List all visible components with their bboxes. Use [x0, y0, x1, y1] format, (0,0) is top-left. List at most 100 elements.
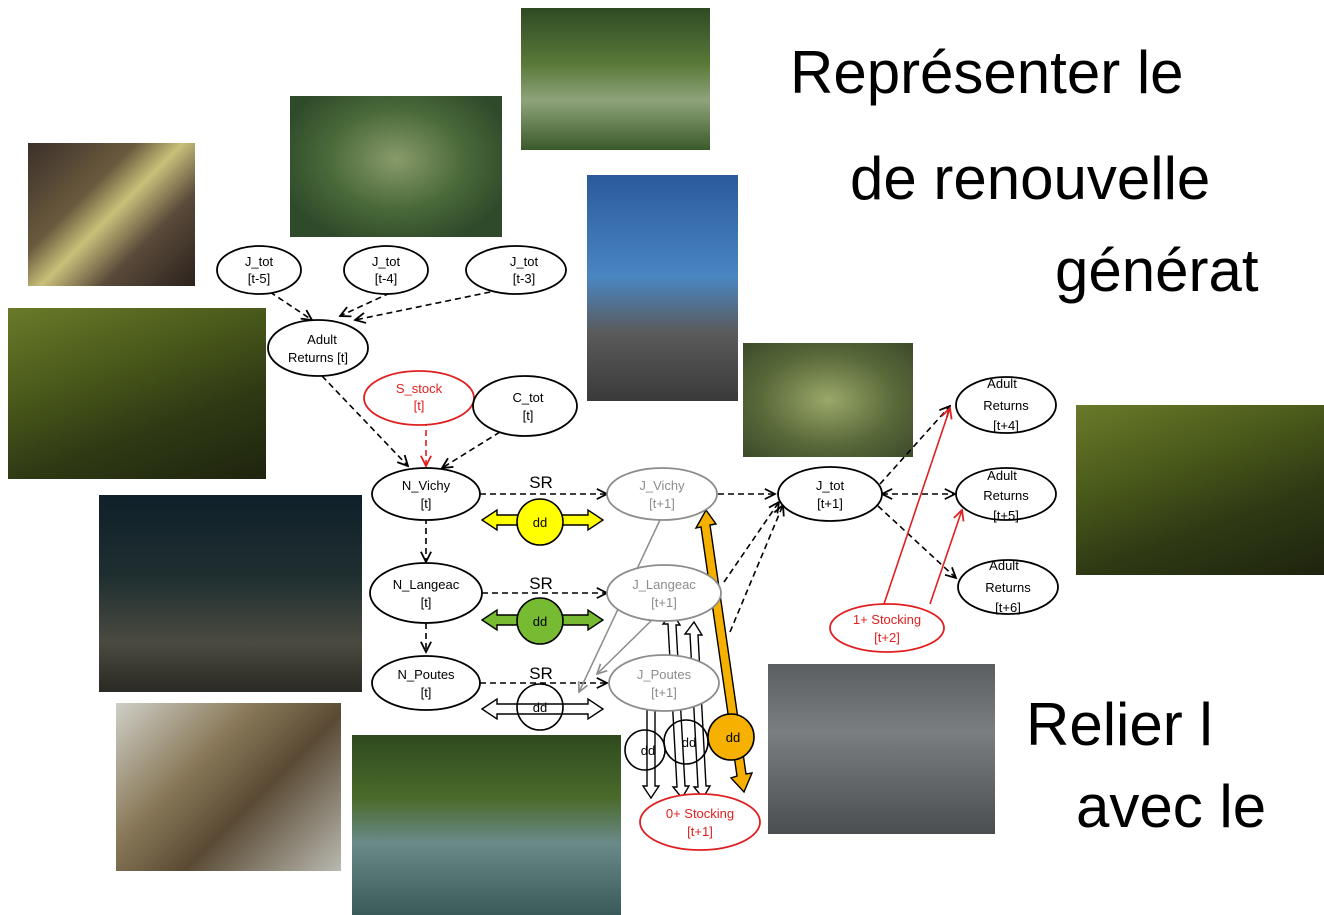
node-s-stock-line2: [t]	[414, 398, 425, 413]
slide-title-bottom-line-2: avec le	[1076, 773, 1267, 840]
node-n-langeac: N_Langeac [t]	[369, 562, 483, 624]
node-adult-returns-t4-line3: [t+4]	[993, 418, 1019, 433]
label-sr-poutes: SR	[529, 664, 553, 683]
node-jtot-t1: J_tot [t+1]	[777, 466, 883, 522]
node-0plus-stocking: 0+ Stocking [t+1]	[639, 793, 761, 851]
photo-forest-river	[352, 735, 621, 915]
node-0plus-stocking-line1: 0+ Stocking	[666, 806, 734, 821]
node-j-langeac-line2: [t+1]	[651, 595, 677, 610]
node-adult-returns-t6-line2: Returns	[985, 580, 1031, 595]
node-jtot-t-4-line1: J_tot	[372, 254, 401, 269]
node-jtot-t-4-line2: [t-4]	[375, 271, 397, 286]
node-jtot-t-5: J_tot [t-5]	[216, 245, 302, 295]
node-n-poutes-line1: N_Poutes	[397, 667, 455, 682]
edge-jtot-to-adult-t6	[877, 505, 956, 578]
node-c-tot-line1: C_tot	[512, 390, 543, 405]
edge-stocking1-to-adult-t5	[929, 510, 962, 605]
node-jtot-t1-line1: J_tot	[816, 478, 845, 493]
node-jtot-t-5-line2: [t-5]	[248, 271, 270, 286]
photo-office-computer	[28, 143, 195, 286]
node-s-stock-line1: S_stock	[396, 381, 443, 396]
node-j-vichy: J_Vichy [t+1]	[606, 467, 718, 521]
node-j-poutes-line2: [t+1]	[651, 685, 677, 700]
photo-people-netting-river	[521, 8, 710, 150]
node-adult-returns-t5-line3: [t+5]	[993, 508, 1019, 523]
edge-adult-to-nvichy	[321, 375, 408, 466]
node-adult-returns-t6-line3: [t+6]	[995, 600, 1021, 615]
node-adult-returns-t5-line2: Returns	[983, 488, 1029, 503]
node-adult-returns-t5: Adult Returns [t+5]	[955, 467, 1057, 523]
edges-dashed-black	[269, 289, 956, 683]
node-adult-returns-t6: Adult Returns [t+6]	[957, 558, 1059, 615]
node-j-vichy-line2: [t+1]	[649, 496, 675, 511]
node-adult-returns-t4: Adult Returns [t+4]	[955, 376, 1057, 434]
node-jtot-t1-line2: [t+1]	[817, 496, 843, 511]
edge-jtot4-to-adult	[340, 292, 391, 316]
node-n-langeac-line2: [t]	[421, 595, 432, 610]
dd-node-vichy: dd	[516, 498, 564, 546]
node-jtot-t-3: J_tot [t-3]	[465, 245, 567, 295]
node-n-langeac-line1: N_Langeac	[393, 577, 460, 592]
node-adult-returns-t4-line2: Returns	[983, 398, 1029, 413]
node-adult-returns-t4-line1: Adult	[987, 376, 1017, 391]
dd-node-vichy-label: dd	[533, 515, 547, 530]
dd-node-orange: dd	[707, 713, 755, 761]
node-n-vichy: N_Vichy [t]	[371, 467, 481, 521]
edge-jlangeac-to-jpoutes-grey	[597, 616, 656, 674]
dd-node-stocking-mid-label: dd	[682, 735, 696, 750]
node-j-vichy-line1: J_Vichy	[639, 478, 685, 493]
node-jtot-t-5-line1: J_tot	[245, 254, 274, 269]
node-1plus-stocking-line2: [t+2]	[874, 630, 900, 645]
node-adult-returns-t: Adult Returns [t]	[267, 319, 369, 377]
photo-fisherman-holding-salmon	[587, 175, 738, 401]
dd-arrow-white-right	[683, 620, 712, 800]
slide-title-top-line-1: Représenter le	[790, 39, 1184, 106]
node-adult-returns-t-line1: Adult	[307, 332, 337, 347]
node-j-poutes-line1: J_Poutes	[637, 667, 692, 682]
node-jtot-t-3-line1: J_tot	[510, 254, 539, 269]
photo-juvenile-salmon-right	[743, 343, 913, 457]
slide-title-top-line-2: de renouvelle	[850, 145, 1211, 212]
edge-jpoutes-to-jtot	[729, 505, 783, 633]
node-j-langeac: J_Langeac [t+1]	[606, 564, 722, 622]
edge-stocking1-to-adult-t4	[883, 408, 950, 605]
node-adult-returns-t5-line1: Adult	[987, 468, 1017, 483]
edge-jtot-to-adult-t4	[879, 406, 950, 485]
photo-stream-bank	[116, 703, 341, 871]
node-n-vichy-line2: [t]	[421, 496, 432, 511]
node-jtot-t-4: J_tot [t-4]	[343, 245, 429, 295]
node-c-tot-line2: [t]	[523, 408, 534, 423]
dd-node-orange-label: dd	[726, 730, 740, 745]
dd-node-stocking-left-label: dd	[641, 743, 655, 758]
dd-node-stocking-left: dd	[624, 729, 666, 771]
node-jtot-t-3-line2: [t-3]	[513, 271, 535, 286]
dd-node-poutes-label: dd	[533, 700, 547, 715]
photo-spawning-salmon	[99, 495, 362, 692]
node-1plus-stocking-line1: 1+ Stocking	[853, 612, 921, 627]
photo-juvenile-salmon-parr	[290, 96, 502, 237]
edge-jlangeac-to-jtot	[723, 502, 779, 583]
node-adult-returns-t-line2: Returns [t]	[288, 350, 348, 365]
slide-title-top-line-3: générat	[1055, 237, 1259, 304]
node-n-poutes-line2: [t]	[421, 685, 432, 700]
node-adult-returns-t6-line1: Adult	[989, 558, 1019, 573]
node-0plus-stocking-line2: [t+1]	[687, 824, 713, 839]
node-1plus-stocking: 1+ Stocking [t+2]	[829, 603, 945, 653]
dd-node-poutes: dd	[516, 683, 564, 731]
edge-jtot3-to-adult	[355, 289, 501, 320]
node-n-vichy-line1: N_Vichy	[402, 478, 451, 493]
node-j-poutes: J_Poutes [t+1]	[608, 654, 720, 712]
node-s-stock: S_stock [t]	[363, 370, 475, 426]
dd-arrow-poutes-white	[480, 697, 605, 721]
slide-title-bottom-line-1: Relier l	[1026, 691, 1213, 758]
photo-stocking-in-river	[768, 664, 995, 834]
node-c-tot: C_tot [t]	[472, 375, 578, 437]
photo-underwater-salmon-left	[8, 308, 266, 479]
label-sr-langeac: SR	[529, 574, 553, 593]
node-j-langeac-line1: J_Langeac	[632, 577, 696, 592]
node-n-poutes: N_Poutes [t]	[371, 655, 481, 711]
edge-jtot5-to-adult	[269, 291, 312, 320]
dd-node-langeac-label: dd	[533, 614, 547, 629]
dd-node-langeac: dd	[516, 597, 564, 645]
